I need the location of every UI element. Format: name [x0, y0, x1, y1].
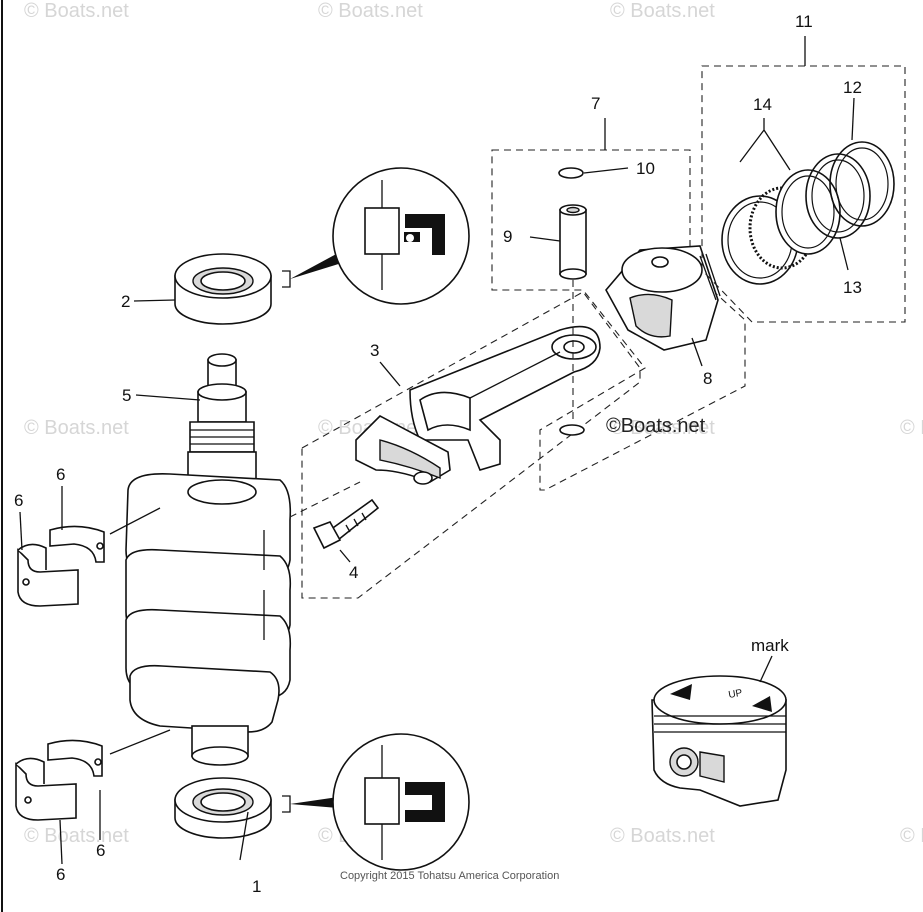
watermark: © Boats.net	[610, 825, 715, 847]
piston	[605, 245, 721, 351]
piston-up-mark: UP	[728, 688, 744, 701]
leader-line	[739, 118, 791, 171]
conrod-bolt	[312, 498, 380, 550]
leader-arrow	[290, 797, 338, 808]
leader-arrow	[290, 252, 345, 279]
main-bearing-upper	[17, 525, 105, 607]
leader-line	[239, 811, 249, 861]
callout-7: 7	[591, 94, 600, 113]
leader-line	[529, 236, 561, 242]
leader-line	[379, 361, 401, 387]
callout-6: 6	[56, 465, 65, 484]
callout-4: 4	[349, 563, 358, 582]
leader-line	[851, 97, 855, 141]
callout-13: 13	[843, 278, 862, 297]
oil-seal-lower	[174, 777, 272, 839]
callout-9: 9	[503, 227, 512, 246]
callout-6: 6	[96, 841, 105, 860]
callout-3: 3	[370, 341, 379, 360]
callout-6: 6	[14, 491, 23, 510]
leader-dash	[289, 481, 361, 518]
main-bearing-lower	[15, 739, 103, 821]
callout-1: 1	[252, 877, 261, 896]
connecting-rod	[409, 325, 601, 471]
leader-line	[109, 729, 171, 755]
boats-net-stamp: ©Boats.net	[606, 415, 706, 437]
copyright-text: Copyright 2015 Tohatsu America Corporati…	[340, 870, 559, 882]
piston-pin	[559, 204, 587, 280]
leader-line	[339, 549, 351, 563]
callout-2: 2	[121, 292, 130, 311]
leader-line	[839, 237, 849, 271]
leader-line	[109, 507, 161, 535]
mark-label: mark	[751, 636, 789, 655]
crankshaft	[125, 353, 292, 766]
watermark: © Boats.net	[24, 417, 129, 439]
piston-pin-clip	[558, 167, 584, 179]
leader-line	[759, 655, 773, 683]
watermark: © Boats.net	[610, 0, 715, 22]
callout-11: 11	[795, 12, 813, 31]
piston-rings	[721, 141, 895, 285]
bracket	[282, 795, 291, 813]
piston-mark-view: UP	[651, 675, 787, 807]
callout-12: 12	[843, 78, 862, 97]
watermark: © Boats.net	[24, 0, 129, 22]
bracket	[282, 270, 291, 288]
callout-6: 6	[56, 865, 65, 884]
watermark: © Boats.net	[318, 0, 423, 22]
watermark: © Boats.net	[900, 825, 923, 847]
watermark: © Boats.net	[610, 417, 715, 439]
leader-line	[691, 337, 703, 367]
leader-line	[19, 511, 23, 551]
callout-14: 14	[753, 95, 772, 114]
callout-5: 5	[122, 386, 131, 405]
watermark: © Boats.net	[900, 417, 923, 439]
leader-line	[59, 819, 63, 865]
ring-set-box	[701, 65, 906, 323]
piston-pin-clip-lower	[559, 424, 585, 436]
seal-detail-lower	[332, 733, 470, 871]
leader-line	[135, 394, 201, 401]
leader-line	[583, 167, 629, 174]
leader-line	[133, 299, 176, 302]
conrod-cap	[355, 415, 451, 485]
seal-detail-upper	[332, 167, 470, 305]
callout-8: 8	[703, 369, 712, 388]
watermark: © Boats.net	[24, 825, 129, 847]
oil-seal-upper	[174, 253, 272, 325]
piston-group-box	[491, 149, 746, 491]
callout-10: 10	[636, 159, 655, 178]
conrod-group-box	[301, 291, 641, 599]
